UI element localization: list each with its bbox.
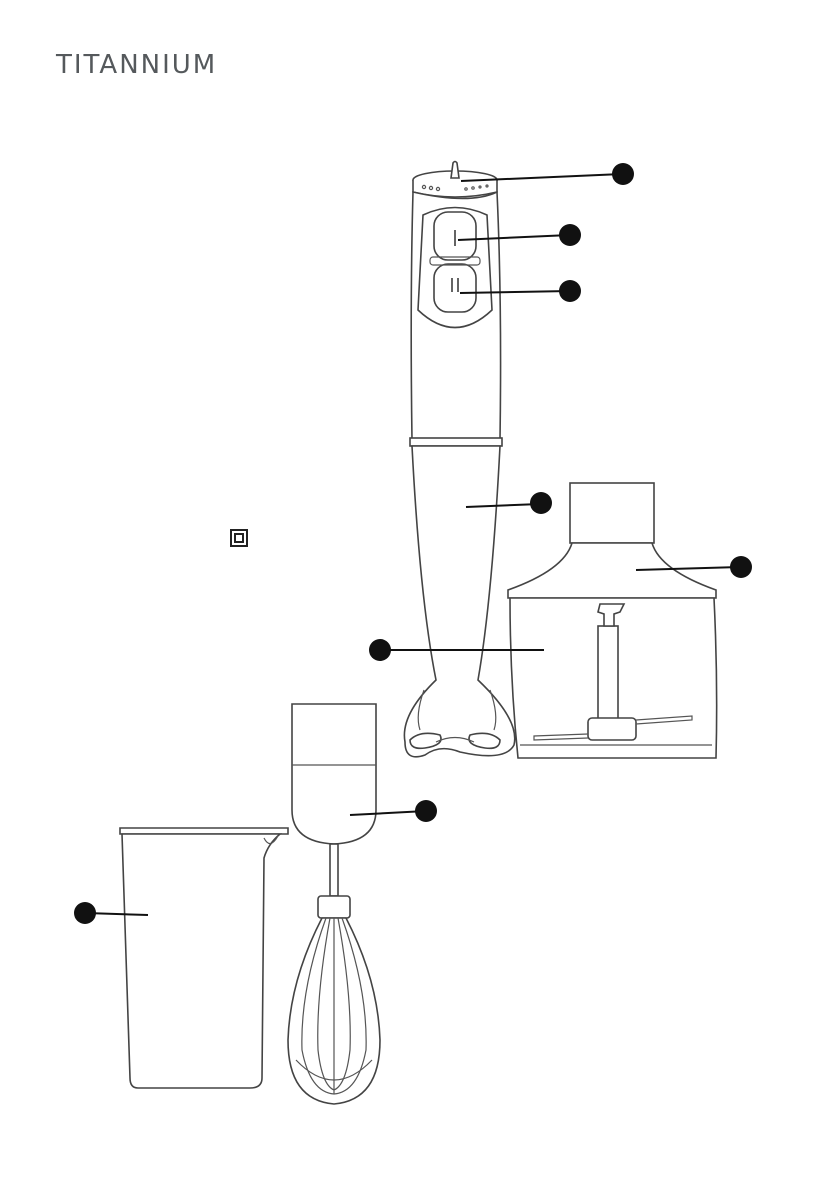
speed-2-button	[434, 264, 476, 312]
motor-unit	[410, 162, 502, 447]
whisk-attachment	[288, 704, 380, 1104]
blending-shaft	[404, 446, 514, 757]
callout-2	[559, 224, 581, 246]
measuring-beaker	[120, 828, 288, 1088]
callout-7	[415, 800, 437, 822]
callout-4	[530, 492, 552, 514]
chopper-attachment	[508, 483, 717, 758]
callout-1	[612, 163, 634, 185]
callout-3	[559, 280, 581, 302]
speed-dial-knob	[451, 162, 459, 179]
callout-8	[74, 902, 96, 924]
callout-6	[369, 639, 391, 661]
callout-5	[730, 556, 752, 578]
